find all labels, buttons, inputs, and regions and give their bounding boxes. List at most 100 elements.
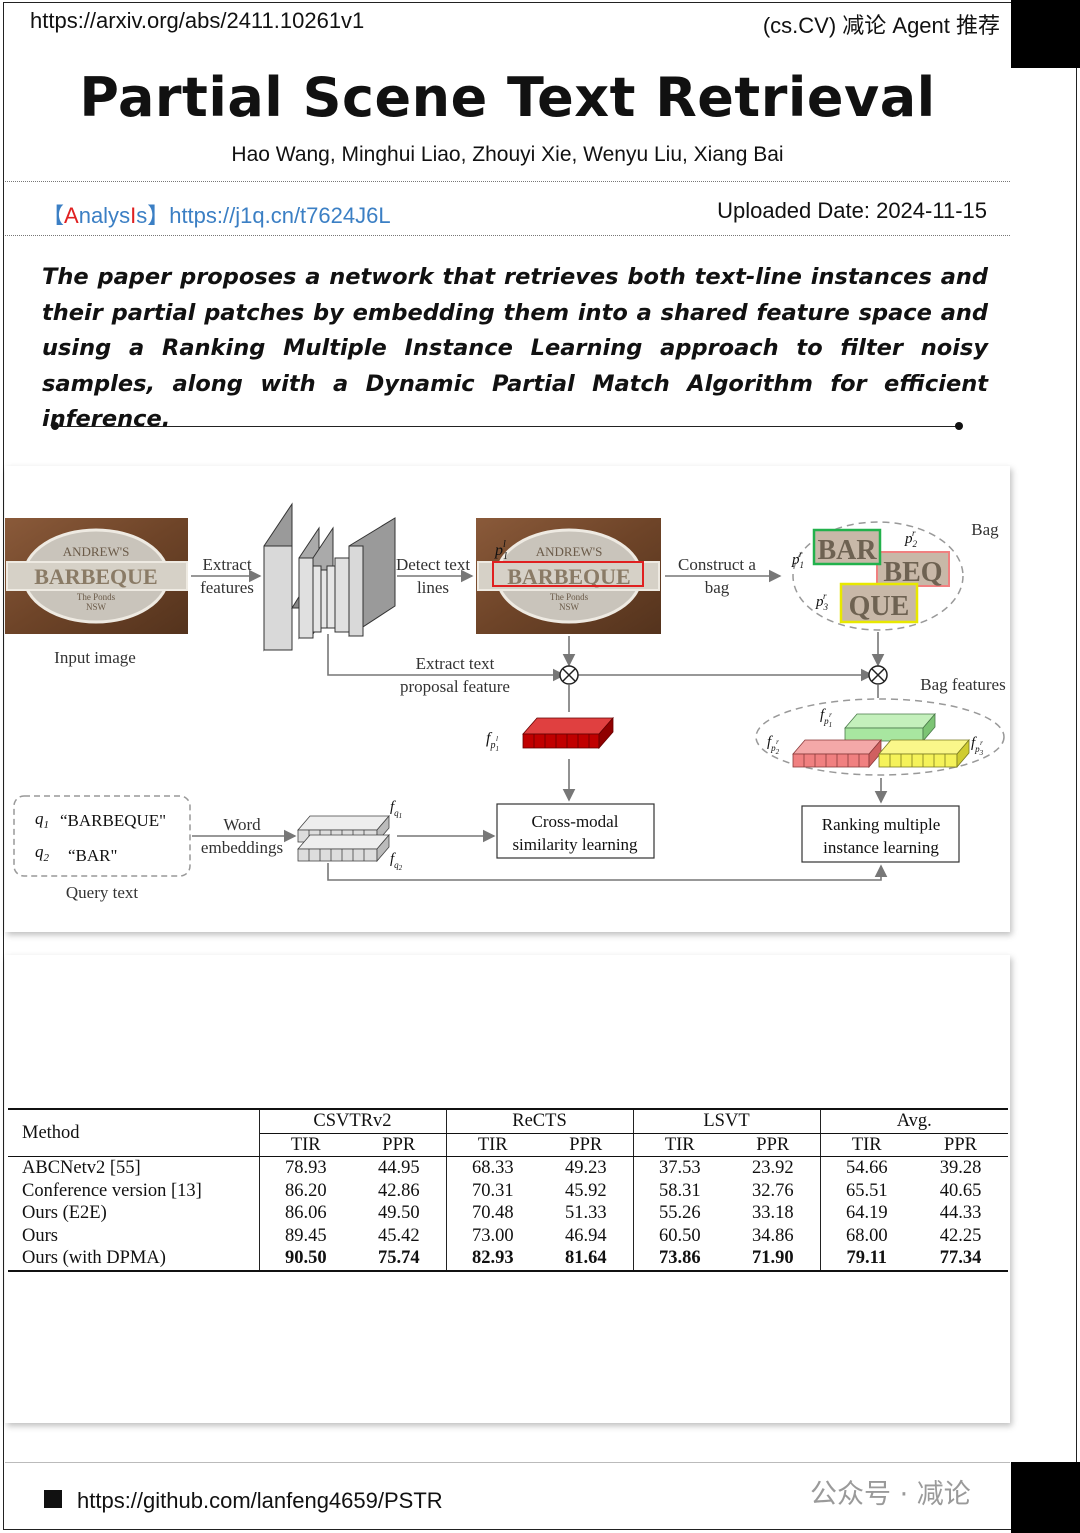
page-frame bbox=[3, 2, 1077, 1530]
table-cell: 42.25 bbox=[939, 1225, 982, 1246]
q1-label: q1 bbox=[35, 809, 49, 831]
input-image-label: Input image bbox=[54, 648, 136, 667]
row-method: Ours (E2E) bbox=[8, 1202, 260, 1225]
sign-bottom-text-2: NSW bbox=[86, 602, 107, 612]
bag-ellipse bbox=[792, 521, 964, 631]
table-cell: 45.42 bbox=[352, 1224, 447, 1247]
word-emb-label-1: Word bbox=[223, 815, 261, 834]
table-cell: 42.86 bbox=[352, 1179, 447, 1202]
table-cell: 40.65 bbox=[939, 1180, 982, 1201]
group-header-rects: ReCTS bbox=[446, 1108, 634, 1134]
cross-modal-label-2: similarity learning bbox=[512, 835, 638, 854]
f-p2r-label: fp2r bbox=[767, 734, 780, 756]
table-cell: 39.28 bbox=[939, 1158, 982, 1178]
arxiv-url[interactable]: https://arxiv.org/abs/2411.10261v1 bbox=[30, 8, 365, 33]
table-cell: 65.51 bbox=[845, 1180, 888, 1201]
table-cell: 70.48 bbox=[471, 1203, 514, 1223]
separator-dot-left bbox=[51, 422, 59, 430]
table-cell: 44.95 bbox=[352, 1156, 447, 1180]
table-row: Conference version [13] 86.20 42.86 70.3… bbox=[8, 1179, 1008, 1202]
table-cell: 70.31 bbox=[471, 1180, 514, 1201]
word-embedding-q2 bbox=[297, 833, 390, 863]
detected-text-box bbox=[492, 561, 644, 587]
analysis-bracket-open: 【 bbox=[42, 203, 65, 228]
analysis-letter-i: I bbox=[130, 203, 137, 228]
bag-feature-yellow bbox=[878, 738, 970, 769]
f-p3r-label: fp3r bbox=[971, 735, 984, 757]
word-emb-label-2: embeddings bbox=[201, 838, 283, 857]
separator-line bbox=[55, 426, 960, 427]
text-line-feature bbox=[522, 716, 614, 750]
paper-title: Partial Scene Text Retrieval bbox=[79, 66, 936, 129]
analysis-link[interactable]: 【AnalysIs】https://j1q.cn/t7624J6L bbox=[42, 198, 391, 230]
input-image: ANDREW'S BARBEQUE The Ponds NSW bbox=[5, 518, 188, 634]
results-table: Method CSVTRv2 ReCTS LSVT Avg. TIR PPR T… bbox=[8, 1108, 1008, 1272]
backbone-network bbox=[263, 502, 396, 652]
table-cell: 33.18 bbox=[726, 1202, 821, 1225]
extract-features-label-1: Extract bbox=[202, 555, 251, 574]
table-row: Ours (with DPMA) 90.50 75.74 82.93 81.64… bbox=[8, 1247, 1008, 1272]
extract-proposal-label-2: proposal feature bbox=[400, 677, 510, 696]
q1-text: “BARBEQUE" bbox=[60, 811, 166, 830]
github-link[interactable]: https://github.com/lanfeng4659/PSTR bbox=[77, 1488, 443, 1513]
table-cell: 75.74 bbox=[352, 1247, 447, 1272]
table-cell: 54.66 bbox=[845, 1158, 888, 1178]
divider-bottom bbox=[5, 235, 1010, 236]
table-cell: 82.93 bbox=[446, 1247, 539, 1272]
rmil-label-1: Ranking multiple bbox=[822, 815, 941, 834]
separator-dot-right bbox=[955, 422, 963, 430]
pipeline-diagram: ANDREW'S BARBEQUE The Ponds NSW Input im… bbox=[5, 502, 1006, 902]
group-header-lsvt: LSVT bbox=[633, 1108, 821, 1134]
table-cell: 64.19 bbox=[845, 1203, 888, 1223]
analysis-letter-a: A bbox=[64, 203, 79, 228]
subheader-ppr: PPR bbox=[539, 1133, 634, 1157]
query-box bbox=[13, 795, 191, 877]
detect-label-1: Detect text bbox=[396, 555, 470, 574]
table-row: Ours 89.45 45.42 73.00 46.94 60.50 34.86… bbox=[8, 1224, 1008, 1247]
bag-feature-red bbox=[792, 738, 882, 769]
table-cell: 51.33 bbox=[539, 1202, 634, 1225]
table-cell: 68.33 bbox=[471, 1158, 514, 1178]
footer-bullet-icon bbox=[44, 1490, 62, 1508]
extract-proposal-label-1: Extract text bbox=[416, 654, 495, 673]
subheader-ppr: PPR bbox=[913, 1133, 1008, 1157]
construct-label-2: bag bbox=[705, 578, 730, 597]
extract-features-label-2: features bbox=[200, 578, 254, 597]
detected-sign-top-text: ANDREW'S bbox=[536, 544, 603, 559]
p3r-label: p3r bbox=[815, 591, 829, 612]
subheader-tir: TIR bbox=[820, 1133, 913, 1157]
table-cell: 32.76 bbox=[726, 1179, 821, 1202]
bag-patch-bar: BAR bbox=[812, 528, 882, 566]
analysis-letter-s2: s bbox=[136, 203, 148, 228]
detected-image: ANDREW'S BARBEQUE The Ponds NSW bbox=[476, 518, 661, 634]
table-cell: 81.64 bbox=[539, 1247, 634, 1272]
table-cell: 73.86 bbox=[633, 1247, 726, 1272]
sign-top-text: ANDREW'S bbox=[63, 544, 130, 559]
method-header: Method bbox=[8, 1108, 260, 1157]
analysis-url[interactable]: https://j1q.cn/t7624J6L bbox=[169, 203, 391, 228]
subheader-ppr: PPR bbox=[726, 1133, 821, 1157]
footer-divider bbox=[5, 1462, 1010, 1463]
table-cell: 37.53 bbox=[658, 1158, 701, 1178]
f-q1-label: fq1 bbox=[390, 799, 402, 820]
p1l-label: p1l bbox=[494, 539, 508, 562]
f-p1l-label: fp1l bbox=[486, 730, 499, 753]
table-cell: 68.00 bbox=[845, 1225, 888, 1246]
subheader-tir: TIR bbox=[633, 1133, 726, 1157]
table-cell: 90.50 bbox=[259, 1247, 352, 1272]
svg-text:QUE: QUE bbox=[849, 591, 910, 622]
table-cell: 23.92 bbox=[726, 1156, 821, 1180]
row-method: ABCNetv2 [55] bbox=[8, 1156, 260, 1180]
bag-features-label: Bag features bbox=[920, 675, 1005, 694]
cross-modal-box bbox=[496, 803, 655, 859]
table-cell: 60.50 bbox=[658, 1225, 701, 1246]
p1r-label: p1r bbox=[791, 549, 804, 570]
subheader-tir: TIR bbox=[446, 1133, 539, 1157]
row-method: Ours (with DPMA) bbox=[8, 1247, 260, 1272]
table-row: Ours (E2E) 86.06 49.50 70.48 51.33 55.26… bbox=[8, 1202, 1008, 1225]
table-cell: 49.23 bbox=[539, 1156, 634, 1180]
corner-block-top bbox=[1011, 0, 1080, 68]
table-cell: 58.31 bbox=[658, 1180, 701, 1201]
detected-sign-main-text: BARBEQUE bbox=[507, 564, 630, 589]
p2r-label: p2r bbox=[904, 528, 918, 549]
